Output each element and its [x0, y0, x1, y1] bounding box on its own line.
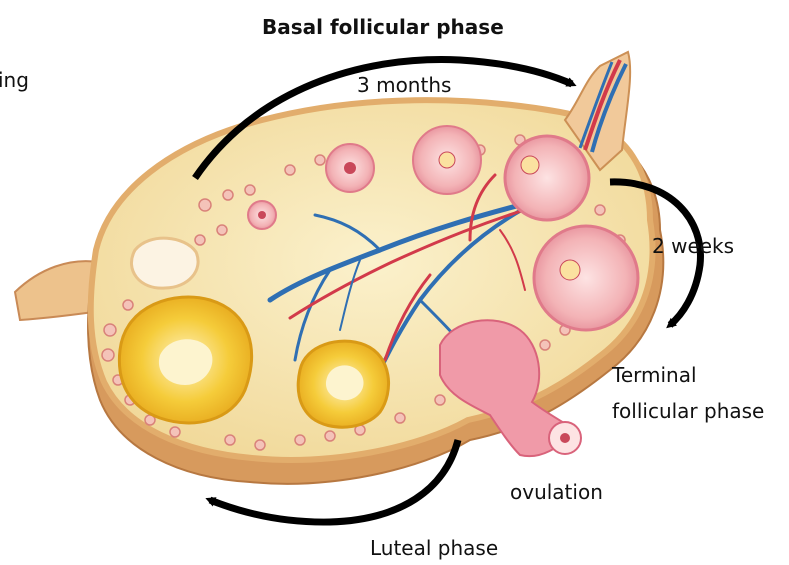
label-terminal-follicular-phase-line2: follicular phase: [612, 398, 764, 424]
label-three-months: 3 months: [357, 72, 451, 98]
label-ovulation: ovulation: [510, 479, 603, 505]
label-cut-off-text: ing: [0, 67, 29, 93]
label-terminal-follicular-phase-line1: Terminal: [612, 362, 697, 388]
label-two-weeks: 2 weeks: [652, 233, 734, 259]
label-basal-follicular-phase: Basal follicular phase: [262, 14, 504, 40]
label-luteal-phase: Luteal phase: [370, 535, 498, 561]
